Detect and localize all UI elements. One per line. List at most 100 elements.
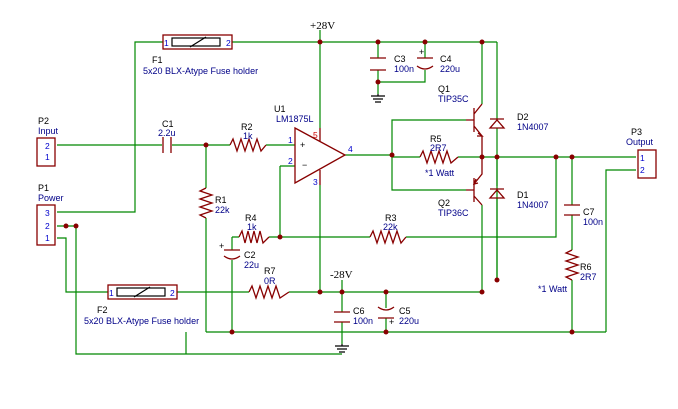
u1-pin-vplus: 5 (313, 130, 318, 140)
d2-value: 1N4007 (517, 122, 549, 132)
p3-pin-bottom: 2 (640, 165, 645, 175)
r4-value: 1k (247, 222, 257, 232)
u1-pin-minus: 2 (288, 156, 293, 166)
u1-pin-out: 4 (348, 144, 353, 154)
resistor-r1: R1 22k (197, 187, 230, 219)
r3-value: 22k (383, 222, 398, 232)
capacitor-c2: + C2 22u (219, 241, 259, 270)
r1-value: 22k (215, 205, 230, 215)
r2-ref: R2 (241, 122, 253, 132)
r5-value: 2R7 (430, 143, 447, 153)
p1-ref: P1 (38, 183, 49, 193)
r7-value: 0R (264, 276, 276, 286)
c4-polarity: + (419, 47, 424, 57)
d2-ref: D2 (517, 112, 529, 122)
u1-pin-plus: 1 (288, 135, 293, 145)
resistor-r6: R6 2R7 *1 Watt (538, 249, 597, 294)
p1-pin-top: 3 (45, 208, 50, 218)
u1-sign-plus: + (300, 140, 305, 150)
p3-pin-top: 1 (640, 153, 645, 163)
u1-ref: U1 (274, 104, 286, 114)
fuse-f2: 1 2 F2 5x20 BLX-Atype Fuse holder (84, 284, 199, 326)
p2-pin-bottom: 1 (45, 152, 50, 162)
r2-value: 1k (243, 131, 253, 141)
c6-ref: C6 (353, 306, 365, 316)
fuse-f1: 1 2 F1 5x20 BLX-Atype Fuse holder (143, 34, 258, 76)
capacitor-c5: + C5 220u (377, 306, 419, 327)
diode-d1: D1 1N4007 (488, 188, 549, 210)
f1-pin2: 2 (226, 38, 231, 48)
r5-note: *1 Watt (425, 168, 455, 178)
d1-value: 1N4007 (517, 200, 549, 210)
resistor-r3: R3 22k (369, 213, 407, 246)
u1-pin-vminus: 3 (313, 177, 318, 187)
c3-value: 100n (394, 64, 414, 74)
r5-ref: R5 (430, 134, 442, 144)
c1-value: 2.2u (158, 128, 176, 138)
q2-value: TIP36C (438, 208, 469, 218)
c4-ref: C4 (440, 54, 452, 64)
resistor-r4: R4 1k (238, 213, 270, 245)
d1-ref: D1 (517, 190, 529, 200)
p3-name: Output (626, 137, 654, 147)
c7-value: 100n (583, 217, 603, 227)
p1-pin-mid: 2 (45, 221, 50, 231)
capacitor-c1: C1 2.2u (158, 119, 176, 153)
c1-ref: C1 (162, 119, 174, 129)
p2-name: Input (38, 126, 59, 136)
r4-ref: R4 (245, 213, 257, 223)
capacitor-c4: + C4 220u (416, 47, 460, 74)
r3-ref: R3 (385, 213, 397, 223)
ground-symbol-bottom (335, 344, 349, 353)
negative-rail-label: -28V (330, 269, 353, 281)
c7-ref: C7 (583, 207, 595, 217)
f1-pin1: 1 (164, 38, 169, 48)
wires (57, 30, 636, 355)
positive-rail-label: +28V (310, 20, 335, 32)
f1-ref: F1 (152, 55, 163, 65)
opamp-u1: + − 1 2 4 5 3 U1 LM1875L (274, 104, 353, 187)
junction-dots (63, 39, 575, 335)
q2-ref: Q2 (438, 198, 450, 208)
q1-value: TIP35C (438, 94, 469, 104)
p2-pin-top: 2 (45, 141, 50, 151)
p1-pin-bottom: 1 (45, 233, 50, 243)
diode-d2: D2 1N4007 (488, 112, 549, 132)
c5-ref: C5 (399, 306, 411, 316)
connector-p3-output: 1 2 P3 Output (626, 127, 657, 179)
connector-p1-power: 3 2 1 P1 Power (36, 183, 64, 246)
capacitor-c7: C7 100n (564, 204, 603, 227)
f2-desc: 5x20 BLX-Atype Fuse holder (84, 316, 199, 326)
capacitor-c6: C6 100n (334, 306, 373, 326)
r6-value: 2R7 (580, 272, 597, 282)
c5-value: 220u (399, 316, 419, 326)
f2-ref: F2 (97, 305, 108, 315)
f2-pin2: 2 (170, 288, 175, 298)
r6-ref: R6 (580, 262, 592, 272)
p2-ref: P2 (38, 116, 49, 126)
u1-value: LM1875L (276, 114, 314, 124)
connector-p2-input: 2 1 P2 Input (36, 116, 59, 167)
transistor-q1: Q1 TIP35C (438, 84, 484, 157)
r6-note: *1 Watt (538, 284, 568, 294)
c2-ref: C2 (244, 250, 256, 260)
p3-ref: P3 (631, 127, 642, 137)
q1-ref: Q1 (438, 84, 450, 94)
ground-symbol-top (371, 94, 385, 103)
u1-sign-minus: − (302, 160, 307, 170)
r7-ref: R7 (264, 266, 276, 276)
c3-ref: C3 (394, 54, 406, 64)
capacitor-c3: C3 100n (370, 54, 414, 74)
c2-polarity: + (219, 241, 224, 251)
resistor-r5: R5 2R7 *1 Watt (419, 134, 459, 178)
c4-value: 220u (440, 64, 460, 74)
resistor-r2: R2 1k (229, 122, 267, 154)
resistor-r7: R7 0R (248, 266, 290, 301)
transistor-q2: Q2 TIP36C (438, 157, 483, 218)
c2-value: 22u (244, 260, 259, 270)
f1-desc: 5x20 BLX-Atype Fuse holder (143, 66, 258, 76)
r1-ref: R1 (215, 195, 227, 205)
c5-polarity: + (389, 317, 394, 327)
p1-name: Power (38, 193, 64, 203)
